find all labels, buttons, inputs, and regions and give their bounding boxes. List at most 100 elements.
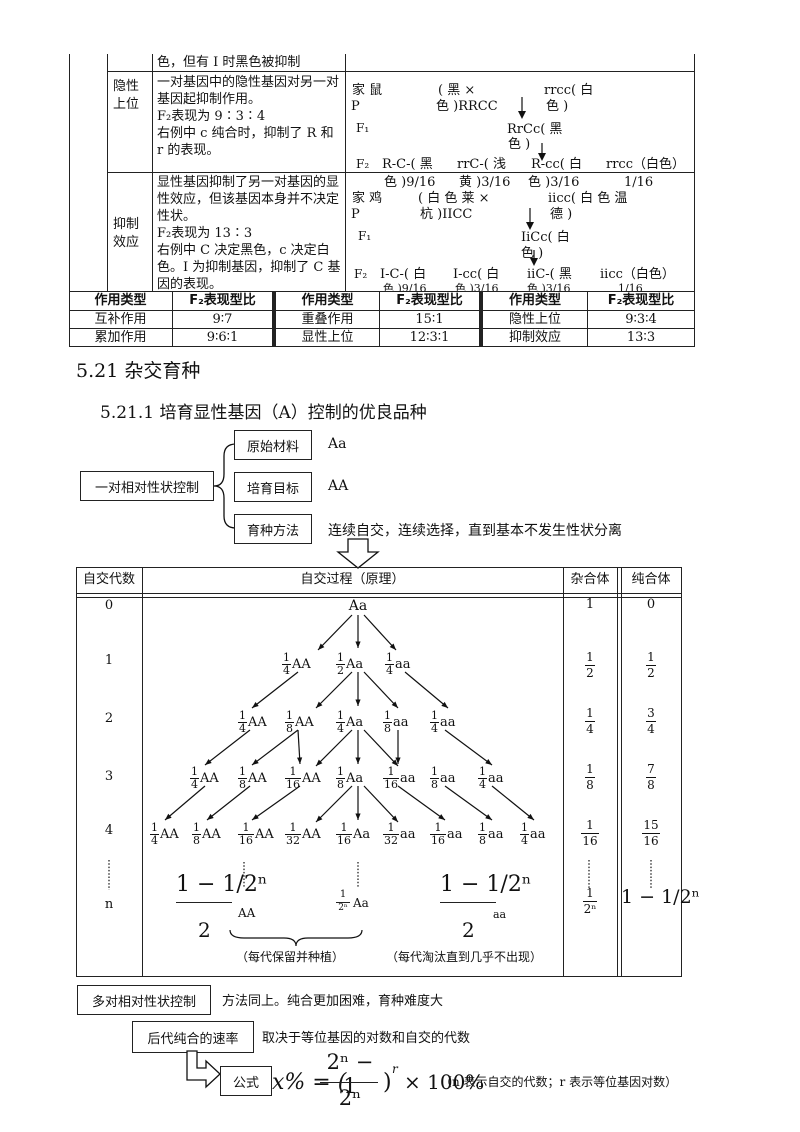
tree-arrow bbox=[251, 785, 301, 821]
formula-note: （n 表示自交的代数；r 表示等位基因对数） bbox=[440, 1075, 678, 1089]
fraction-denominator: 16 bbox=[337, 834, 351, 847]
summary-cell: 9∶7 bbox=[212, 312, 233, 327]
tree-arrowhead bbox=[316, 815, 323, 822]
fraction-denominator: 8 bbox=[337, 778, 344, 791]
tree-arrowhead bbox=[355, 757, 361, 764]
genotype-label: aa bbox=[393, 715, 409, 730]
genotype-label: aa bbox=[530, 827, 546, 842]
summary-header: F₂表现型比 bbox=[396, 293, 463, 308]
genotype-label: Aa bbox=[353, 827, 371, 842]
selfing-header-process: 自交过程（原理） bbox=[300, 572, 405, 587]
fraction-denominator: 8 bbox=[479, 834, 486, 847]
gen-number: 0 bbox=[104, 598, 114, 613]
tree-arrowhead bbox=[316, 701, 323, 708]
cross-arrows-2 bbox=[526, 208, 538, 266]
rown-mid-g: Aa bbox=[353, 896, 369, 910]
genotype-label: Aa bbox=[346, 771, 364, 786]
tree-arrow bbox=[363, 614, 397, 651]
tree-arrowhead bbox=[485, 759, 492, 765]
fraction-denominator: 4 bbox=[386, 664, 393, 677]
rown-right-num: 1 − 1/2ⁿ bbox=[440, 872, 532, 897]
formula-box: 公式 bbox=[220, 1066, 272, 1096]
ratio-cell: 1 − 1/2ⁿ bbox=[621, 886, 700, 908]
fraction-denominator: 8 bbox=[239, 778, 246, 791]
genotype-label: AA bbox=[292, 657, 311, 672]
fraction-denominator: 8 bbox=[193, 834, 200, 847]
tree-arrowhead bbox=[355, 641, 361, 648]
fraction-numerator: 1 bbox=[336, 651, 345, 665]
summary-header: F₂表现型比 bbox=[189, 293, 256, 308]
tree-arrow bbox=[251, 671, 299, 709]
formula-close-paren: ) bbox=[383, 1070, 392, 1095]
formula-exp: r bbox=[392, 1062, 398, 1076]
fraction-denominator: 4 bbox=[151, 834, 158, 847]
fraction-denominator: 4 bbox=[521, 834, 528, 847]
fraction-denominator: 16 bbox=[286, 778, 300, 791]
summary-cell: 13∶3 bbox=[626, 330, 656, 345]
fraction-denominator: 32 bbox=[286, 834, 300, 847]
fraction-denominator: 4 bbox=[239, 722, 246, 735]
genotype-label: aa bbox=[395, 657, 411, 672]
tree-arrow bbox=[444, 729, 493, 766]
fraction-numerator: 1 bbox=[336, 709, 345, 723]
summary-cell: 15∶1 bbox=[415, 312, 444, 327]
tree-arrow bbox=[317, 614, 353, 651]
fraction-numerator: 1 bbox=[383, 709, 392, 723]
section-title: 5.21 杂交育种 bbox=[76, 360, 201, 382]
selfing-header-gen: 自交代数 bbox=[82, 572, 135, 587]
fraction-denominator: 8 bbox=[384, 722, 391, 735]
genotype-label: aa bbox=[400, 771, 416, 786]
tree-arrow bbox=[397, 785, 446, 821]
tree-arrowhead bbox=[205, 758, 212, 765]
gen-number: 3 bbox=[104, 769, 114, 784]
fraction-denominator: 16 bbox=[239, 834, 253, 847]
summary-cell: 重叠作用 bbox=[301, 312, 354, 327]
tree-arrow bbox=[204, 729, 251, 766]
ratio-cell: 1 bbox=[585, 597, 595, 612]
tree-arrow bbox=[491, 785, 535, 821]
branch-label-material: 原始材料 bbox=[234, 430, 312, 460]
fraction-denominator: 16 bbox=[384, 778, 398, 791]
root-genotype: Aa bbox=[348, 598, 368, 614]
recessive-desc: 一对基因中的隐性基因对另一对基因起抑制作用。 F₂表现为 9∶3∶4 右例中 c… bbox=[157, 75, 340, 158]
fraction-denominator: 32 bbox=[384, 834, 398, 847]
tree-arrowhead bbox=[391, 815, 398, 822]
fraction-numerator: 1 bbox=[150, 821, 159, 835]
summary-cell: 累加作用 bbox=[94, 330, 147, 345]
tree-arrow bbox=[363, 785, 399, 823]
fraction-denominator: 4 bbox=[431, 722, 438, 735]
tree-arrowhead bbox=[395, 757, 401, 764]
summary-cell: 互补作用 bbox=[94, 312, 147, 327]
rown-left-den: 2 bbox=[198, 918, 211, 942]
control-box: 一对相对性状控制 bbox=[80, 471, 214, 501]
tree-arrow bbox=[164, 785, 206, 821]
tree-arrowhead bbox=[438, 814, 445, 820]
fraction-numerator: 1 bbox=[190, 765, 199, 779]
tree-arrowhead bbox=[252, 701, 259, 708]
tree-arrowhead bbox=[316, 759, 323, 766]
genotype-label: Aa bbox=[346, 657, 364, 672]
fraction-numerator: 1 bbox=[238, 822, 254, 835]
fraction-numerator: 1 bbox=[336, 822, 352, 835]
tree-arrow bbox=[206, 785, 251, 821]
gen-number: 4 bbox=[104, 823, 114, 838]
